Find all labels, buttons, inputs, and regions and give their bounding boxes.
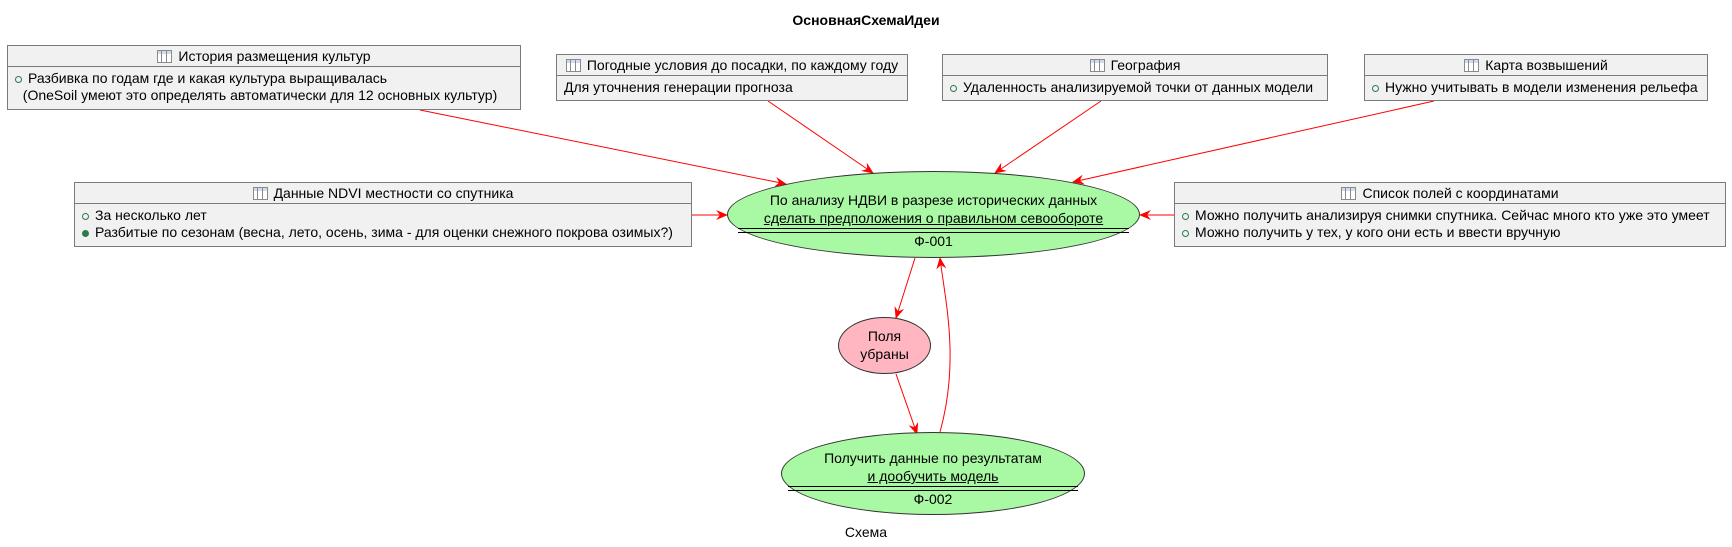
usecase-f001-line1: По анализу НДВИ в разрезе исторических д… <box>769 192 1098 208</box>
entity-elevation-title: Карта возвышений <box>1485 57 1608 73</box>
edge-state-to-f002 <box>895 373 919 435</box>
table-icon <box>252 186 268 200</box>
usecase-f001-code: Ф-001 <box>914 233 953 249</box>
usecase-f001: По анализу НДВИ в разрезе исторических д… <box>727 171 1140 258</box>
list-item: За несколько лет <box>82 207 685 224</box>
list-item: (OneSoil умеют это определять автоматиче… <box>15 87 498 103</box>
entity-history: История размещения культур Разбивка по г… <box>7 45 521 110</box>
entity-fields-title: Список полей с координатами <box>1362 185 1559 201</box>
state-fields-harvested: Поля убраны <box>838 317 931 374</box>
list-item: Разбитые по сезонам (весна, лето, осень,… <box>82 224 685 241</box>
entity-history-title: История размещения культур <box>178 48 371 64</box>
filled-bullet-icon <box>82 230 89 237</box>
entity-weather-note: Для уточнения генерации прогноза <box>564 79 793 95</box>
table-icon <box>1341 186 1357 200</box>
usecase-f002-line2: и дообучить модель <box>867 468 999 484</box>
entity-ndvi: Данные NDVI местности со спутника За нес… <box>74 182 692 247</box>
entity-geography: География Удаленность анализируемой точк… <box>942 54 1328 101</box>
diagram-caption: Схема <box>844 524 888 540</box>
circle-bullet-icon <box>1182 213 1189 220</box>
entity-geography-title: География <box>1110 57 1181 73</box>
edge-geography-to-f001 <box>994 100 1102 174</box>
usecase-f002-code: Ф-002 <box>913 491 953 507</box>
usecase-f001-line2: сделать предположения о правильном севоо… <box>763 210 1104 226</box>
edge-f002-to-f001 <box>936 257 951 433</box>
circle-bullet-icon <box>15 76 22 83</box>
list-item: Можно получить у тех, у кого они есть и … <box>1182 224 1719 241</box>
entity-weather-body: Для уточнения генерации прогноза <box>557 76 907 99</box>
entity-ndvi-header: Данные NDVI местности со спутника <box>75 183 691 204</box>
entity-elevation: Карта возвышений Нужно учитывать в модел… <box>1364 54 1708 101</box>
entity-ndvi-title: Данные NDVI местности со спутника <box>273 185 514 201</box>
circle-bullet-icon <box>1182 230 1189 237</box>
entity-fields-body: Можно получить анализируя снимки спутник… <box>1175 204 1725 244</box>
entity-elevation-header: Карта возвышений <box>1365 55 1707 76</box>
list-item: Удаленность анализируемой точки от данны… <box>950 79 1321 96</box>
entity-geography-body: Удаленность анализируемой точки от данны… <box>943 76 1327 99</box>
edge-weather-to-f001 <box>767 100 874 174</box>
edge-f001-to-state <box>894 257 916 319</box>
table-icon <box>1464 58 1480 72</box>
entity-geography-header: География <box>943 55 1327 76</box>
usecase-f002: Получить данные по результатам и дообучи… <box>781 432 1085 515</box>
circle-bullet-icon <box>82 213 89 220</box>
entity-fields: Список полей с координатами Можно получи… <box>1174 182 1726 247</box>
diagram-title: ОсновнаяСхемаИдеи <box>792 12 940 28</box>
entity-weather-header: Погодные условия до посадки, по каждому … <box>557 55 907 76</box>
usecase-f002-divider <box>788 486 1078 491</box>
entity-elevation-body: Нужно учитывать в модели изменения релье… <box>1365 76 1707 99</box>
entity-history-body: Разбивка по годам где и какая культура в… <box>8 67 520 107</box>
state-line1: Поля <box>867 328 902 344</box>
circle-bullet-icon <box>1372 85 1379 92</box>
edge-history-to-f001 <box>419 109 787 187</box>
usecase-f001-divider <box>738 228 1129 233</box>
list-item: Разбивка по годам где и какая культура в… <box>15 70 514 87</box>
list-item: Нужно учитывать в модели изменения релье… <box>1372 79 1701 96</box>
entity-weather-title: Погодные условия до посадки, по каждому … <box>586 57 899 73</box>
table-icon <box>1089 58 1105 72</box>
circle-bullet-icon <box>950 85 957 92</box>
table-icon <box>157 49 173 63</box>
entity-fields-header: Список полей с координатами <box>1175 183 1725 204</box>
usecase-f002-line1: Получить данные по результатам <box>824 450 1042 466</box>
list-item: Можно получить анализируя снимки спутник… <box>1182 207 1719 224</box>
entity-ndvi-body: За несколько лет Разбитые по сезонам (ве… <box>75 204 691 244</box>
state-line2: убраны <box>860 346 909 362</box>
table-icon <box>565 58 581 72</box>
entity-weather: Погодные условия до посадки, по каждому … <box>556 54 908 101</box>
entity-history-header: История размещения культур <box>8 46 520 67</box>
edge-elevation-to-f001 <box>1072 100 1435 185</box>
